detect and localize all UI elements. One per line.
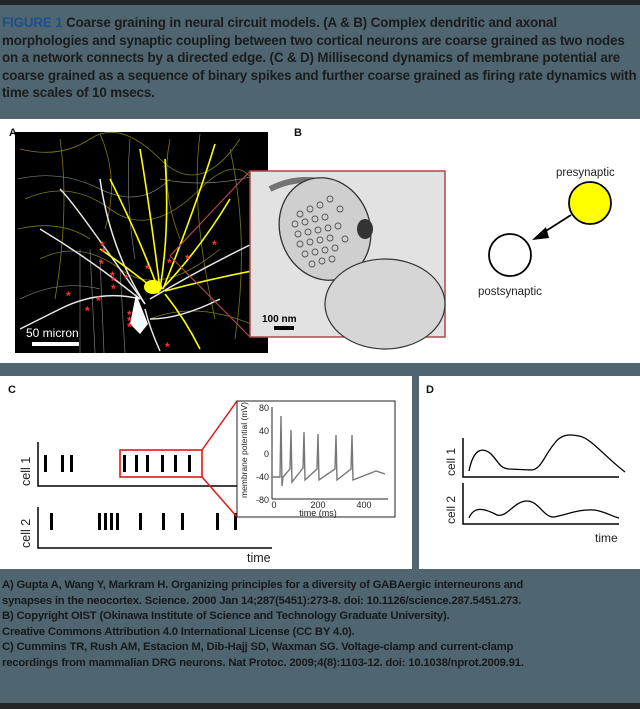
svg-text:*: *: [85, 304, 90, 318]
svg-text:200: 200: [310, 500, 325, 510]
cell1-label: cell 1: [19, 457, 33, 486]
svg-text:*: *: [96, 294, 101, 308]
cell1-spikes: [44, 455, 191, 472]
svg-text:-80: -80: [256, 495, 269, 505]
cell1-label: cell 1: [444, 448, 458, 476]
cell2-rate-curve: [468, 500, 620, 519]
svg-text:time (ms): time (ms): [299, 508, 337, 518]
scale-bar-label-b: 100 nm: [262, 314, 297, 325]
reference-line: synapses in the neocortex. Science. 2000…: [2, 594, 522, 607]
panel-c: C cell 1 cell 2 time 80: [0, 376, 412, 569]
cell2-axes: [37, 507, 272, 549]
svg-text:*: *: [99, 257, 104, 271]
cell2-label: cell 2: [444, 496, 458, 524]
svg-text:*: *: [145, 262, 150, 276]
presynaptic-node: [568, 181, 612, 225]
svg-text:*: *: [165, 340, 170, 354]
svg-text:*: *: [110, 269, 115, 283]
svg-text:*: *: [111, 282, 116, 296]
svg-text:80: 80: [259, 403, 269, 413]
svg-text:*: *: [100, 239, 105, 253]
top-border: [0, 0, 640, 5]
time-label: time: [595, 531, 618, 545]
membrane-potential-inset: 80 40 0 -40 -80 0 200 400 time (ms) memb…: [236, 400, 396, 518]
references: A) Gupta A, Wang Y, Markram H. Organizin…: [2, 578, 638, 671]
svg-text:*: *: [124, 272, 129, 286]
cell1-rate-curve: [468, 434, 626, 473]
svg-text:-40: -40: [256, 472, 269, 482]
spike-raster-chart: cell 1 cell 2 time 80 40 0: [19, 400, 396, 565]
panel-ab: A B: [0, 119, 640, 363]
figure-label: FIGURE 1: [2, 15, 63, 30]
svg-text:membrane potential (mV): membrane potential (mV): [239, 402, 249, 498]
cell2-axes: [462, 483, 619, 525]
caption-text: Coarse graining in neural circuit models…: [2, 15, 637, 101]
cell1-axes: [37, 442, 237, 487]
figure-caption: FIGURE 1 Coarse graining in neural circu…: [2, 14, 638, 102]
zoom-line-top: [201, 400, 238, 451]
scale-bar-label-a: 50 micron: [26, 326, 79, 340]
postsynaptic-node: [488, 233, 532, 277]
panel-c-label: C: [8, 384, 16, 396]
cell1-axes: [462, 438, 619, 478]
zoom-line-bottom: [169, 255, 251, 338]
svg-text:*: *: [111, 274, 116, 288]
svg-text:*: *: [127, 314, 132, 328]
cell2-label: cell 2: [19, 519, 33, 548]
svg-text:*: *: [66, 289, 71, 303]
panel-b-label: B: [294, 127, 302, 139]
reference-line: B) Copyright OIST (Okinawa Institute of …: [2, 610, 450, 622]
reference-line: C) Cummins TR, Rush AM, Estacion M, Dib-…: [2, 641, 514, 653]
cell2-spikes: [50, 513, 237, 530]
panel-a-label: A: [9, 127, 17, 139]
reference-line: recordings from mammalian DRG neurons. N…: [2, 656, 524, 669]
firing-rate-chart: cell 1 cell 2 time: [444, 434, 626, 545]
arrowhead-icon: [532, 227, 549, 240]
postsynaptic-label: postsynaptic: [478, 286, 542, 298]
time-label: time: [247, 551, 271, 565]
reference-line: A) Gupta A, Wang Y, Markram H. Organizin…: [2, 579, 524, 591]
svg-text:0: 0: [264, 449, 269, 459]
panel-d-label: D: [426, 384, 434, 396]
panel-d: D cell 1 cell 2 time: [419, 376, 640, 569]
electron-micrograph-image: 100 nm: [249, 170, 446, 350]
reference-line: Creative Commons Attribution 4.0 Interna…: [2, 625, 355, 638]
bottom-border: [0, 703, 640, 709]
zoom-line-bottom: [201, 476, 238, 518]
svg-text:*: *: [167, 256, 172, 270]
network-diagram: presynaptic postsynaptic: [478, 167, 615, 298]
scale-bar-a: [32, 342, 79, 346]
svg-text:40: 40: [259, 426, 269, 436]
svg-text:*: *: [101, 245, 106, 259]
panel-ab-graphics: ** ** ** ** ** ** ** ** ** 50 micron: [15, 132, 615, 354]
zoom-box: [119, 449, 203, 478]
scale-bar-b: [274, 326, 294, 330]
svg-text:0: 0: [271, 500, 276, 510]
presynaptic-label: presynaptic: [556, 167, 615, 179]
zoom-line-top: [169, 170, 251, 257]
svg-text:*: *: [212, 238, 217, 252]
neuron-reconstruction-image: ** ** ** ** ** ** ** ** ** 50 micron: [15, 132, 268, 354]
svg-text:*: *: [185, 252, 190, 266]
svg-text:*: *: [127, 320, 132, 334]
svg-text:400: 400: [356, 500, 371, 510]
svg-text:*: *: [127, 308, 132, 322]
